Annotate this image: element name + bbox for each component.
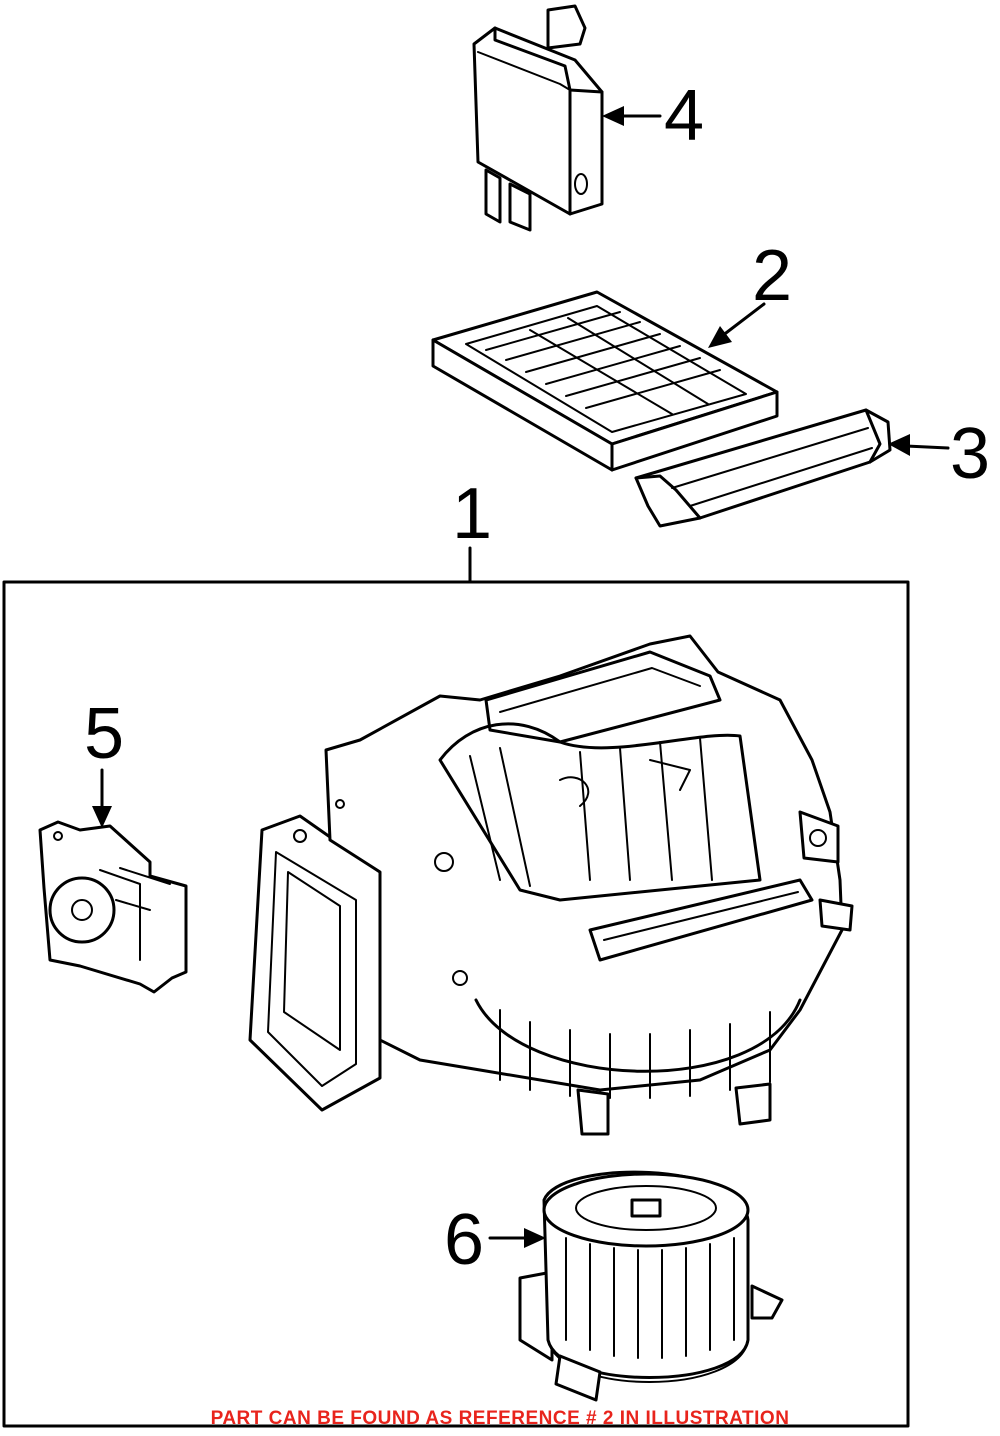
blower-motor-fan-drawing xyxy=(518,1170,784,1402)
callout-5-leader xyxy=(92,768,112,828)
callout-4: 4 xyxy=(664,76,705,156)
callout-3: 3 xyxy=(950,414,991,494)
cabin-air-filter-drawing xyxy=(431,290,779,472)
callout-6-leader xyxy=(488,1228,546,1248)
filter-cover-drawing xyxy=(634,408,892,528)
callout-1: 1 xyxy=(452,474,493,554)
callout-6: 6 xyxy=(444,1200,485,1280)
callout-4-leader xyxy=(602,106,662,126)
callout-3-leader xyxy=(888,434,950,456)
control-module-drawing xyxy=(472,4,604,232)
blower-housing-assembly-drawing xyxy=(248,634,854,1136)
callout-5: 5 xyxy=(84,694,125,774)
reference-note: PART CAN BE FOUND AS REFERENCE # 2 IN IL… xyxy=(210,1408,790,1429)
actuator-motor-drawing xyxy=(38,820,188,994)
callout-2-leader xyxy=(708,302,766,348)
assembly-frame xyxy=(2,546,910,1428)
callout-2: 2 xyxy=(752,236,793,316)
